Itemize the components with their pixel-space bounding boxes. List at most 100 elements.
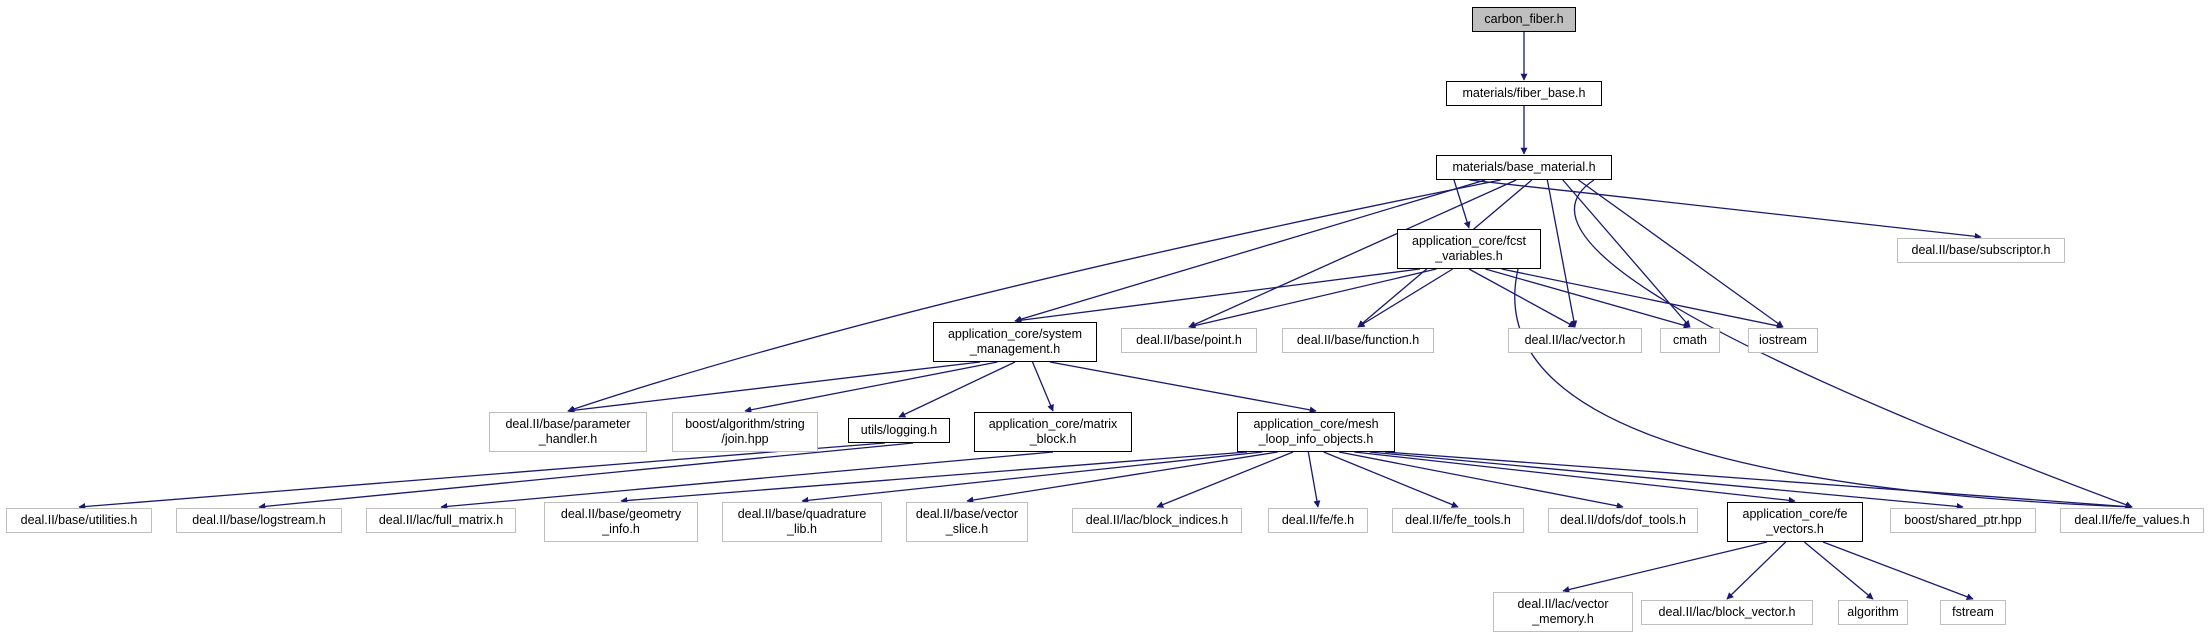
node-label-line: /join.hpp: [721, 432, 769, 446]
node-fe-values: deal.II/fe/fe_values.h: [2060, 508, 2204, 533]
node-label-line: _vectors.h: [1766, 522, 1824, 536]
node-vector-memory: deal.II/lac/vector_memory.h: [1493, 592, 1633, 632]
edge-fcst_variables-to-system_management: [1014, 268, 1421, 324]
edge-mesh_loop-to-fe_values: [1384, 451, 2133, 511]
node-fcst-variables[interactable]: application_core/fcst_variables.h: [1397, 229, 1541, 269]
node-label-line: _info.h: [602, 522, 640, 536]
node-label-line: utils/logging.h: [860, 423, 938, 437]
node-cmath: cmath: [1660, 328, 1720, 353]
edge-fe_vectors-to-algorithm: [1803, 541, 1874, 600]
node-label-line: _management.h: [969, 342, 1061, 356]
node-point: deal.II/base/point.h: [1121, 328, 1257, 353]
node-function: deal.II/base/function.h: [1282, 328, 1434, 353]
edge-mesh_loop-to-geometry_info: [620, 451, 1248, 504]
node-label-line: deal.II/lac/block_indices.h: [1085, 513, 1229, 527]
node-label-line: _handler.h: [538, 432, 598, 446]
node-vector-slice: deal.II/base/vector_slice.h: [906, 502, 1028, 542]
edge-matrix_block-to-full_matrix: [440, 451, 1054, 510]
edge-base_material-to-system_management: [1014, 179, 1486, 323]
edge-mesh_loop-to-fe_tools: [1323, 451, 1459, 508]
node-label-line: materials/base_material.h: [1452, 160, 1596, 174]
node-label-line: deal.II/lac/vector: [1517, 597, 1609, 611]
node-label-line: deal.II/base/logstream.h: [192, 513, 326, 527]
edge-system_management-to-parameter_handler: [567, 361, 981, 414]
node-fe-vectors[interactable]: application_core/fe_vectors.h: [1727, 502, 1863, 542]
node-label-line: application_core/fcst: [1412, 234, 1526, 248]
node-shared-ptr: boost/shared_ptr.hpp: [1890, 508, 2036, 533]
edge-base_material-to-parameter_handler: [567, 179, 1501, 413]
node-label-line: deal.II/base/parameter: [505, 417, 631, 431]
node-iostream: iostream: [1748, 328, 1818, 353]
node-utilities: deal.II/base/utilities.h: [6, 508, 152, 533]
edge-fcst_variables-to-function: [1357, 268, 1454, 328]
node-matrix-block[interactable]: application_core/matrix_block.h: [974, 412, 1132, 452]
node-fstream: fstream: [1940, 600, 2006, 625]
node-logstream: deal.II/base/logstream.h: [176, 508, 342, 533]
edge-fcst_variables-to-cmath: [1485, 268, 1691, 329]
edge-fe_vectors-to-block_vector: [1726, 541, 1787, 600]
node-label-line: deal.II/lac/full_matrix.h: [378, 513, 504, 527]
edge-base_material-to-vector: [1546, 179, 1578, 328]
node-label-line: materials/fiber_base.h: [1462, 86, 1586, 100]
node-label-line: _variables.h: [1435, 249, 1503, 263]
node-label-line: deal.II/base/subscriptor.h: [1911, 243, 2051, 257]
node-algorithm: algorithm: [1838, 600, 1908, 625]
node-label-line: deal.II/fe/fe_values.h: [2074, 513, 2190, 527]
edge-base_material-to-iostream: [1578, 179, 1784, 328]
node-carbon-fiber: carbon_fiber.h: [1472, 7, 1576, 32]
node-mesh-loop[interactable]: application_core/mesh_loop_info_objects.…: [1237, 412, 1395, 452]
node-label-line: _slice.h: [945, 522, 989, 536]
node-fe-tools: deal.II/fe/fe_tools.h: [1392, 508, 1524, 533]
edge-base_material-to-fe_values: [1573, 179, 2133, 509]
node-label-line: application_core/mesh: [1253, 417, 1379, 431]
node-label-line: boost/shared_ptr.hpp: [1904, 513, 2022, 527]
node-label-line: carbon_fiber.h: [1484, 12, 1564, 26]
edge-fe_vectors-to-vector_memory: [1562, 541, 1768, 593]
edge-logging-to-logstream: [258, 442, 914, 510]
edge-mesh_loop-to-shared_ptr: [1369, 451, 1964, 510]
edge-mesh_loop-to-fe: [1307, 451, 1321, 508]
node-label-line: deal.II/dofs/dof_tools.h: [1560, 513, 1686, 527]
node-label-line: iostream: [1759, 333, 1807, 347]
node-label-line: application_core/system: [947, 327, 1083, 341]
node-dof-tools: deal.II/dofs/dof_tools.h: [1548, 508, 1698, 533]
node-system-management[interactable]: application_core/system_management.h: [933, 322, 1097, 362]
node-block-vector: deal.II/lac/block_vector.h: [1641, 600, 1813, 625]
node-fiber-base[interactable]: materials/fiber_base.h: [1446, 81, 1602, 106]
node-label-line: deal.II/base/vector: [915, 507, 1019, 521]
edge-fcst_variables-to-fe_values: [1514, 268, 2133, 511]
edge-fcst_variables-to-point: [1188, 268, 1437, 329]
node-label-line: application_core/matrix: [988, 417, 1118, 431]
edge-logging-to-utilities: [78, 442, 886, 510]
node-label-line: deal.II/lac/vector.h: [1524, 333, 1626, 347]
node-block-indices: deal.II/lac/block_indices.h: [1072, 508, 1242, 533]
node-label-line: deal.II/base/geometry: [560, 507, 682, 521]
node-label-line: algorithm: [1847, 605, 1899, 619]
node-vector: deal.II/lac/vector.h: [1508, 328, 1642, 353]
node-label-line: _lib.h: [787, 522, 817, 536]
node-label-line: cmath: [1672, 333, 1708, 347]
node-logging[interactable]: utils/logging.h: [848, 418, 950, 443]
edge-mesh_loop-to-dof_tools: [1338, 451, 1624, 510]
node-label-line: deal.II/lac/block_vector.h: [1658, 605, 1796, 619]
node-label-line: _memory.h: [1532, 612, 1594, 626]
edge-mesh_loop-to-quadrature_lib: [801, 451, 1263, 504]
node-join: boost/algorithm/string/join.hpp: [672, 412, 818, 452]
node-label-line: deal.II/base/function.h: [1296, 333, 1420, 347]
node-geometry-info: deal.II/base/geometry_info.h: [544, 502, 698, 542]
edge-base_material-to-subscriptor: [1469, 179, 1982, 240]
node-label-line: _block.h: [1029, 432, 1077, 446]
edge-fe_vectors-to-fstream: [1822, 541, 1974, 601]
node-fe: deal.II/fe/fe.h: [1268, 508, 1368, 533]
edge-system_management-to-mesh_loop: [1049, 361, 1317, 414]
edge-fcst_variables-to-iostream: [1501, 268, 1784, 330]
node-label-line: deal.II/base/utilities.h: [20, 513, 138, 527]
node-full-matrix: deal.II/lac/full_matrix.h: [366, 508, 516, 533]
node-label-line: fstream: [1952, 605, 1994, 619]
edge-system_management-to-logging: [898, 361, 1016, 418]
node-label-line: deal.II/base/point.h: [1136, 333, 1242, 347]
edge-mesh_loop-to-vector_slice: [966, 451, 1278, 504]
node-base-material[interactable]: materials/base_material.h: [1436, 155, 1612, 180]
